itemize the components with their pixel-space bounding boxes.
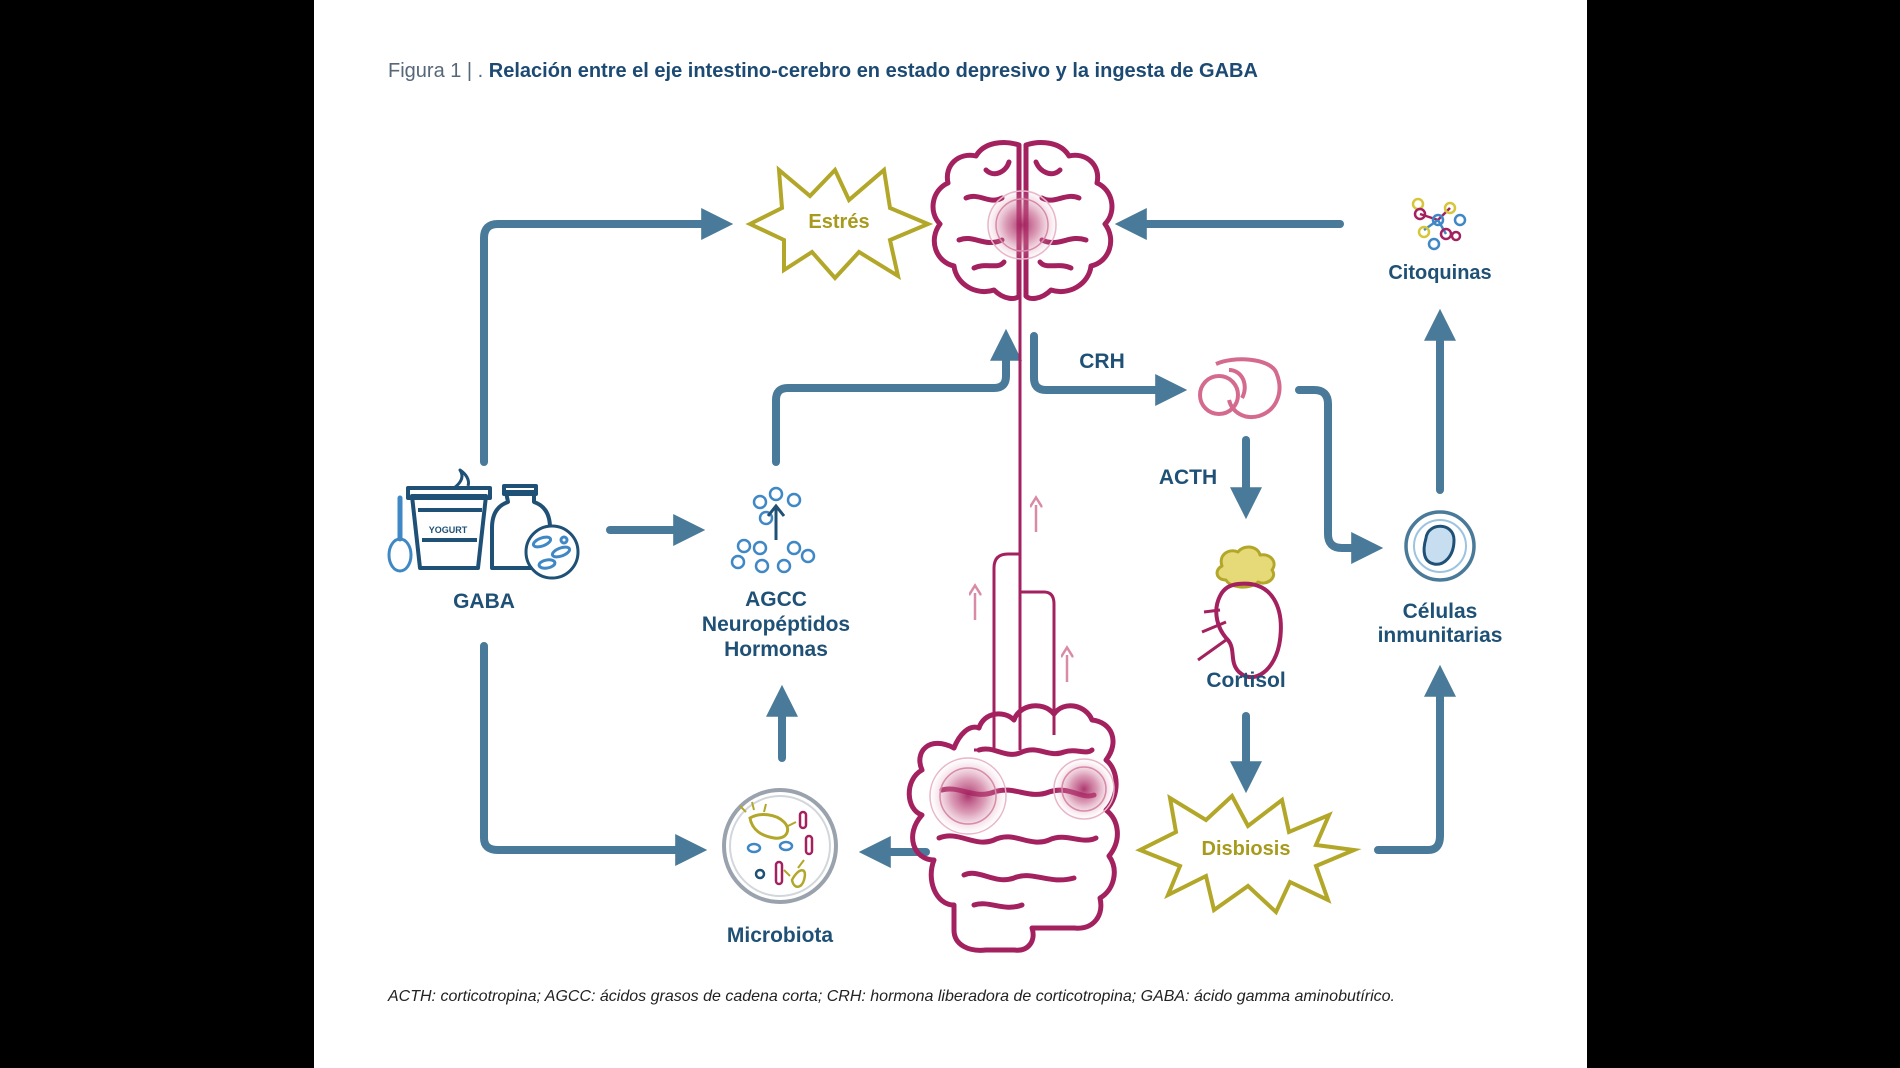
pituitary-icon	[1198, 357, 1282, 419]
figure-caption: Figura 1 | . Relación entre el eje intes…	[388, 60, 1258, 83]
figure-label: Figura 1 | .	[388, 60, 484, 82]
immune-cell-icon	[1404, 510, 1476, 582]
label-cortisol: Cortisol	[1206, 669, 1286, 692]
label-citoquinas: Citoquinas	[1388, 262, 1492, 284]
disbiosis-burst-icon	[1135, 792, 1362, 916]
arrow-disbiosis-to-immune	[1374, 664, 1456, 854]
label-neuropeptidos: Neuropéptidos	[701, 613, 851, 636]
diagram-canvas: YOGURT	[387, 140, 1476, 953]
cytokines-icon	[1411, 197, 1467, 251]
label-disbiosis: Disbiosis	[1201, 838, 1291, 860]
label-gaba: GABA	[453, 590, 515, 613]
yogurt-icon: YOGURT	[406, 468, 492, 570]
label-inmunitarias: inmunitarias	[1377, 624, 1503, 647]
label-crh: CRH	[1079, 350, 1125, 373]
signal-arrows	[975, 505, 1067, 682]
intestine-glow	[929, 757, 1115, 835]
adrenal-kidney-icon	[1197, 545, 1283, 680]
arrow-gaba-to-estres	[480, 208, 734, 466]
intestine-icon	[906, 703, 1120, 953]
label-agcc: AGCC	[745, 588, 807, 611]
microbiota-icon	[722, 788, 838, 904]
label-microbiota: Microbiota	[726, 924, 834, 947]
figure-sheet: Figura 1 | . Relación entre el eje intes…	[314, 0, 1587, 1068]
label-acth: ACTH	[1158, 466, 1218, 489]
molecules-icon	[730, 486, 816, 574]
figure-footnote: ACTH: corticotropina; AGCC: ácidos graso…	[388, 988, 1395, 1005]
arrow-pituitary-to-immune	[1295, 386, 1384, 564]
label-estres: Estrés	[808, 211, 870, 233]
arrow-brain-to-pituitary-crh	[1030, 332, 1188, 406]
label-celulas: Células	[1402, 600, 1478, 623]
yogurt-label: YOGURT	[429, 525, 468, 535]
figure-title: Relación entre el eje intestino-cerebro …	[488, 60, 1258, 82]
brain-glow	[986, 189, 1058, 261]
probiotic-bacteria-icon	[524, 524, 580, 580]
estres-burst-icon	[745, 165, 934, 281]
label-hormonas: Hormonas	[724, 638, 828, 661]
arrow-gaba-to-microbiota	[480, 642, 708, 866]
vagus-nerve	[974, 296, 1056, 752]
arrow-agcc-to-brain	[772, 328, 1022, 466]
brain-icon	[930, 140, 1115, 301]
spoon-icon	[387, 495, 413, 573]
